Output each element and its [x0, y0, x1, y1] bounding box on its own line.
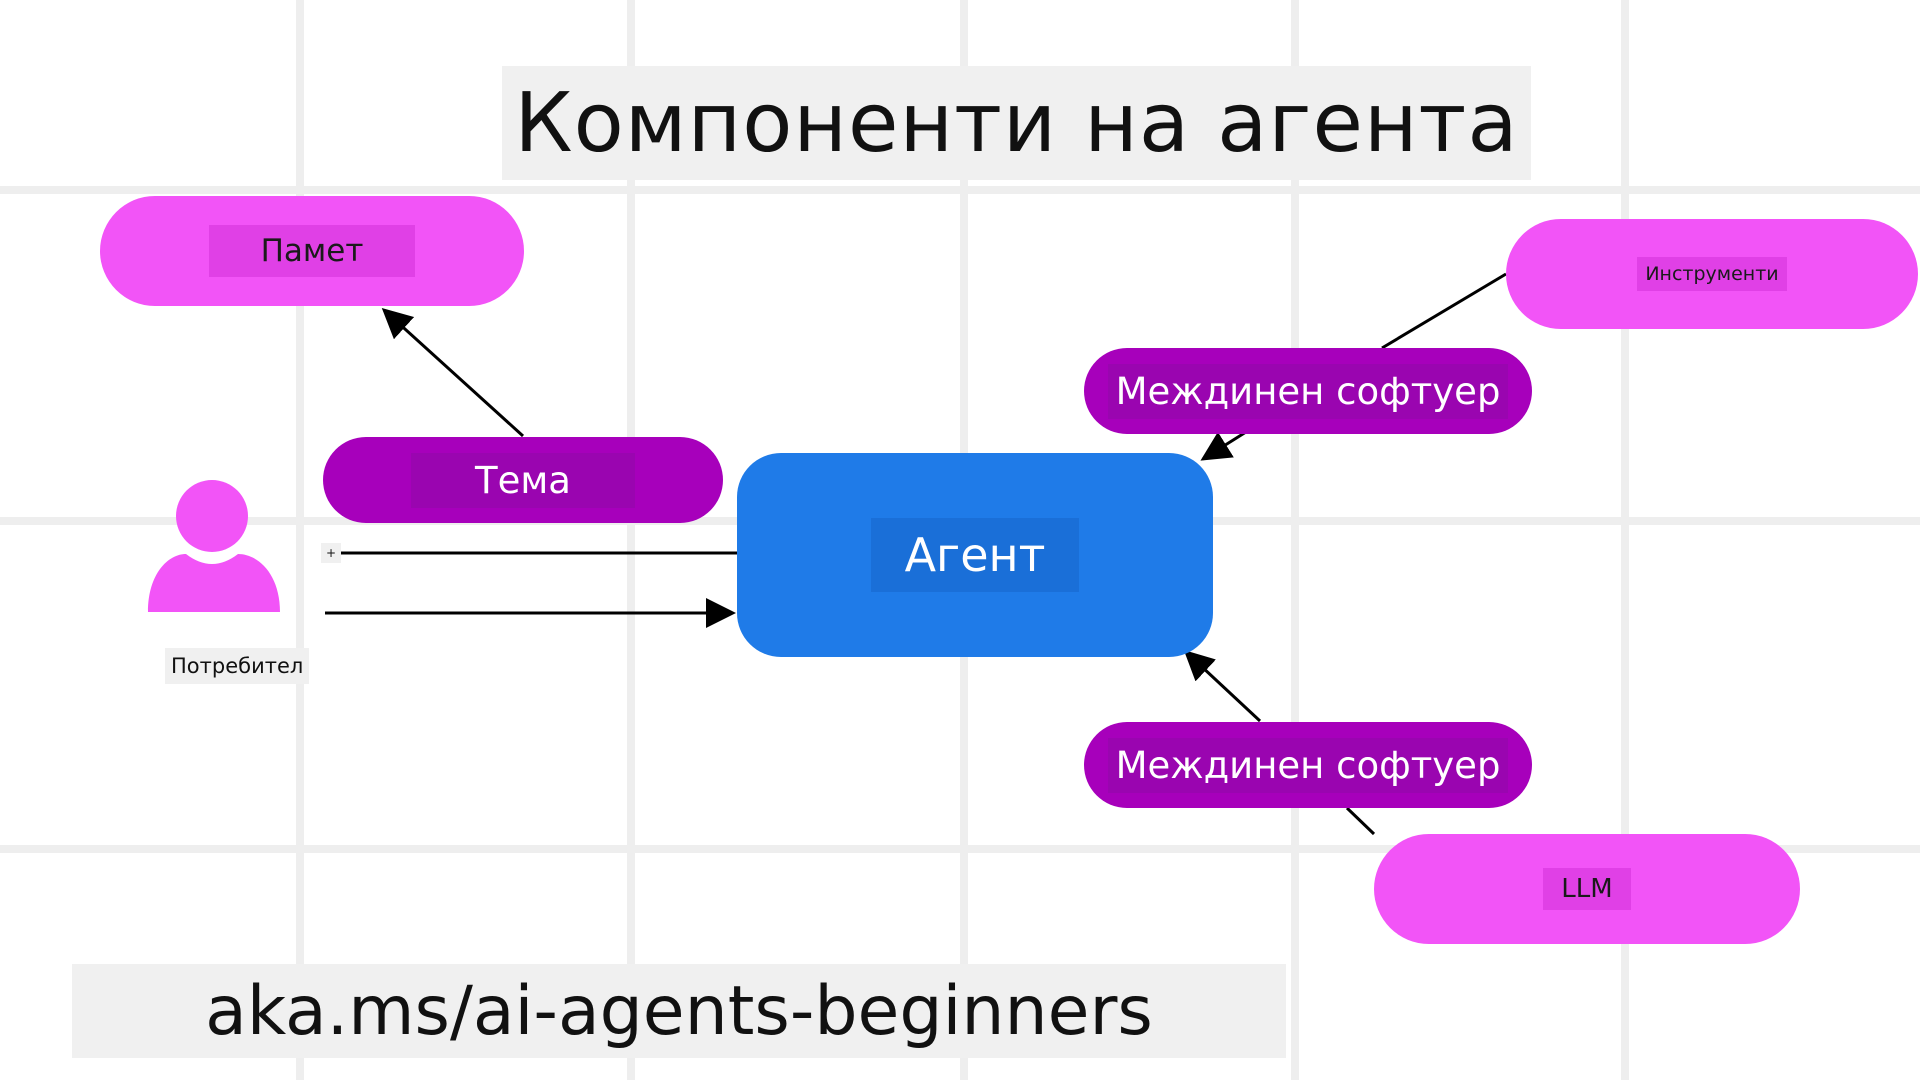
agent-node: Агент	[737, 453, 1213, 657]
footer-url: aka.ms/ai-agents-beginners	[72, 964, 1286, 1058]
llm-label: LLM	[1543, 868, 1631, 910]
plus-icon: +	[325, 546, 337, 560]
middleware-top-node: Междинен софтуер	[1084, 348, 1532, 434]
user-label: Потребител	[165, 648, 310, 684]
grid-line	[0, 845, 1920, 853]
grid-line	[1291, 0, 1299, 1080]
grid-line	[0, 186, 1920, 194]
user-icon	[148, 480, 280, 612]
arrow-middleware-bottom-to-agent	[1183, 649, 1262, 723]
memory-node: Памет	[100, 196, 524, 306]
middleware-top-label: Междинен софтуер	[1107, 363, 1509, 419]
agent-label: Агент	[870, 518, 1080, 592]
page-title-text: Компоненти на агента	[514, 75, 1519, 171]
add-connection-button[interactable]: +	[321, 543, 341, 563]
page-title: Компоненти на агента	[502, 66, 1531, 180]
arrow-middleware-to-agent	[1200, 430, 1247, 461]
grid-line	[1621, 0, 1629, 1080]
topic-label: Тема	[411, 452, 635, 508]
memory-label: Памет	[208, 225, 416, 277]
tools-label: Инструменти	[1637, 257, 1787, 291]
middleware-bottom-node: Междинен софтуер	[1084, 722, 1532, 808]
grid-line	[296, 0, 304, 1080]
middleware-bottom-label: Междинен софтуер	[1107, 737, 1509, 793]
line-llm-to-middleware	[1345, 806, 1376, 836]
tools-node: Инструменти	[1506, 219, 1918, 329]
arrow-topic-to-memory	[381, 307, 525, 438]
line-tools-to-middleware	[1381, 272, 1507, 350]
grid-line	[627, 0, 635, 1080]
footer-url-text[interactable]: aka.ms/ai-agents-beginners	[205, 971, 1153, 1051]
llm-node: LLM	[1374, 834, 1800, 944]
topic-node: Тема	[323, 437, 723, 523]
